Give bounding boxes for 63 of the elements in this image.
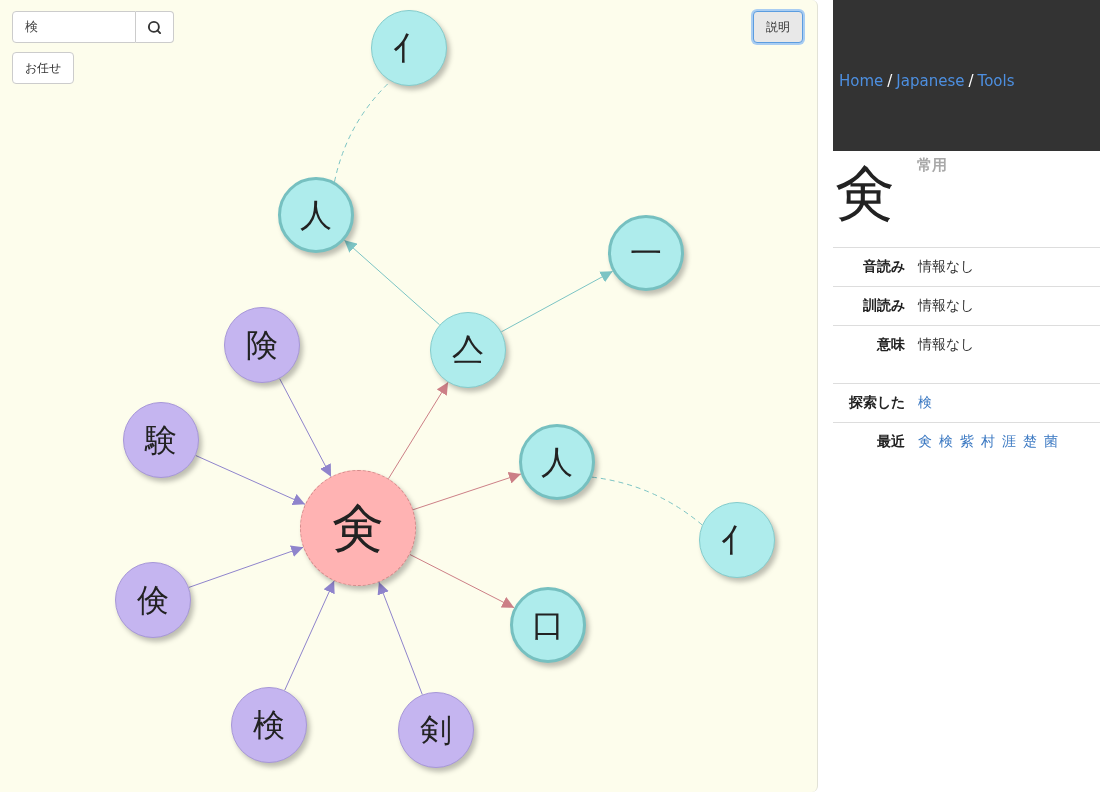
arrow [188,545,304,588]
kanji-text: 倹 [137,584,169,616]
field-label: 訓読み [862,297,905,315]
separator-text: / [887,72,893,90]
kanji-text: 人 [541,446,573,478]
search-input-field: 検 [12,11,136,43]
nav-link: Japanese [896,72,965,90]
field-value: 情報なし [918,336,974,354]
arrow [343,239,441,326]
grade-tag: 常用 [917,156,947,175]
nav-link: Tools [977,72,1015,90]
field-label: 最近 [876,433,905,451]
kanji-link: 涯 [1002,433,1016,451]
arrow [412,472,522,511]
kanji-text: 検 [253,709,285,741]
help-button: 説明 [753,11,803,43]
arrow [279,378,332,478]
kanji-text: 亼 [452,334,484,366]
field-value: 情報なし [918,297,974,315]
component-circle [123,402,199,478]
arrow [377,581,423,696]
kanji-text: 一 [630,237,662,269]
arrow [388,381,449,480]
kanji-link: 㑒 [918,433,932,451]
kanji-link: 楚 [1023,433,1037,451]
field-label: 音読み [862,258,905,276]
kanji-link: 村 [981,433,995,451]
component-circle [231,687,307,763]
component-circle [371,10,447,86]
component-circle [115,562,191,638]
component-circle [278,177,354,253]
arrow [500,270,614,333]
connector-line [591,476,703,526]
field-label: 意味 [875,336,905,354]
kanji-text: 験 [145,424,177,456]
nav-link: Home [839,72,884,90]
random-button: お任せ [12,52,74,84]
kanji-text: 険 [246,329,278,361]
kanji-text: 人 [300,199,332,231]
component-circle [398,692,474,768]
kanji-text: 亻 [393,32,425,64]
arrow [284,580,335,691]
arrow [409,553,515,609]
separator-text: / [968,72,974,90]
kanji-text: 亻 [721,524,753,556]
component-circle [519,424,595,500]
kanji-circle [300,470,416,586]
arrow [195,455,306,505]
component-circle [430,312,506,388]
kanji-text: 㑒 [332,502,384,554]
component-circle [510,587,586,663]
kanji-link: 菌 [1044,433,1058,451]
field-value: 情報なし [918,258,974,276]
kanji-link: 紫 [960,433,974,451]
kanji-link: 検 [939,433,953,451]
kanji-text: 口 [532,609,564,641]
field-label: 探索した [848,394,905,412]
component-circle [699,502,775,578]
component-circle [224,307,300,383]
kanji-text: 剣 [420,714,452,746]
kanji-heading: 㑒 [835,163,895,223]
kanji-link: 検 [918,394,932,412]
component-circle [608,215,684,291]
